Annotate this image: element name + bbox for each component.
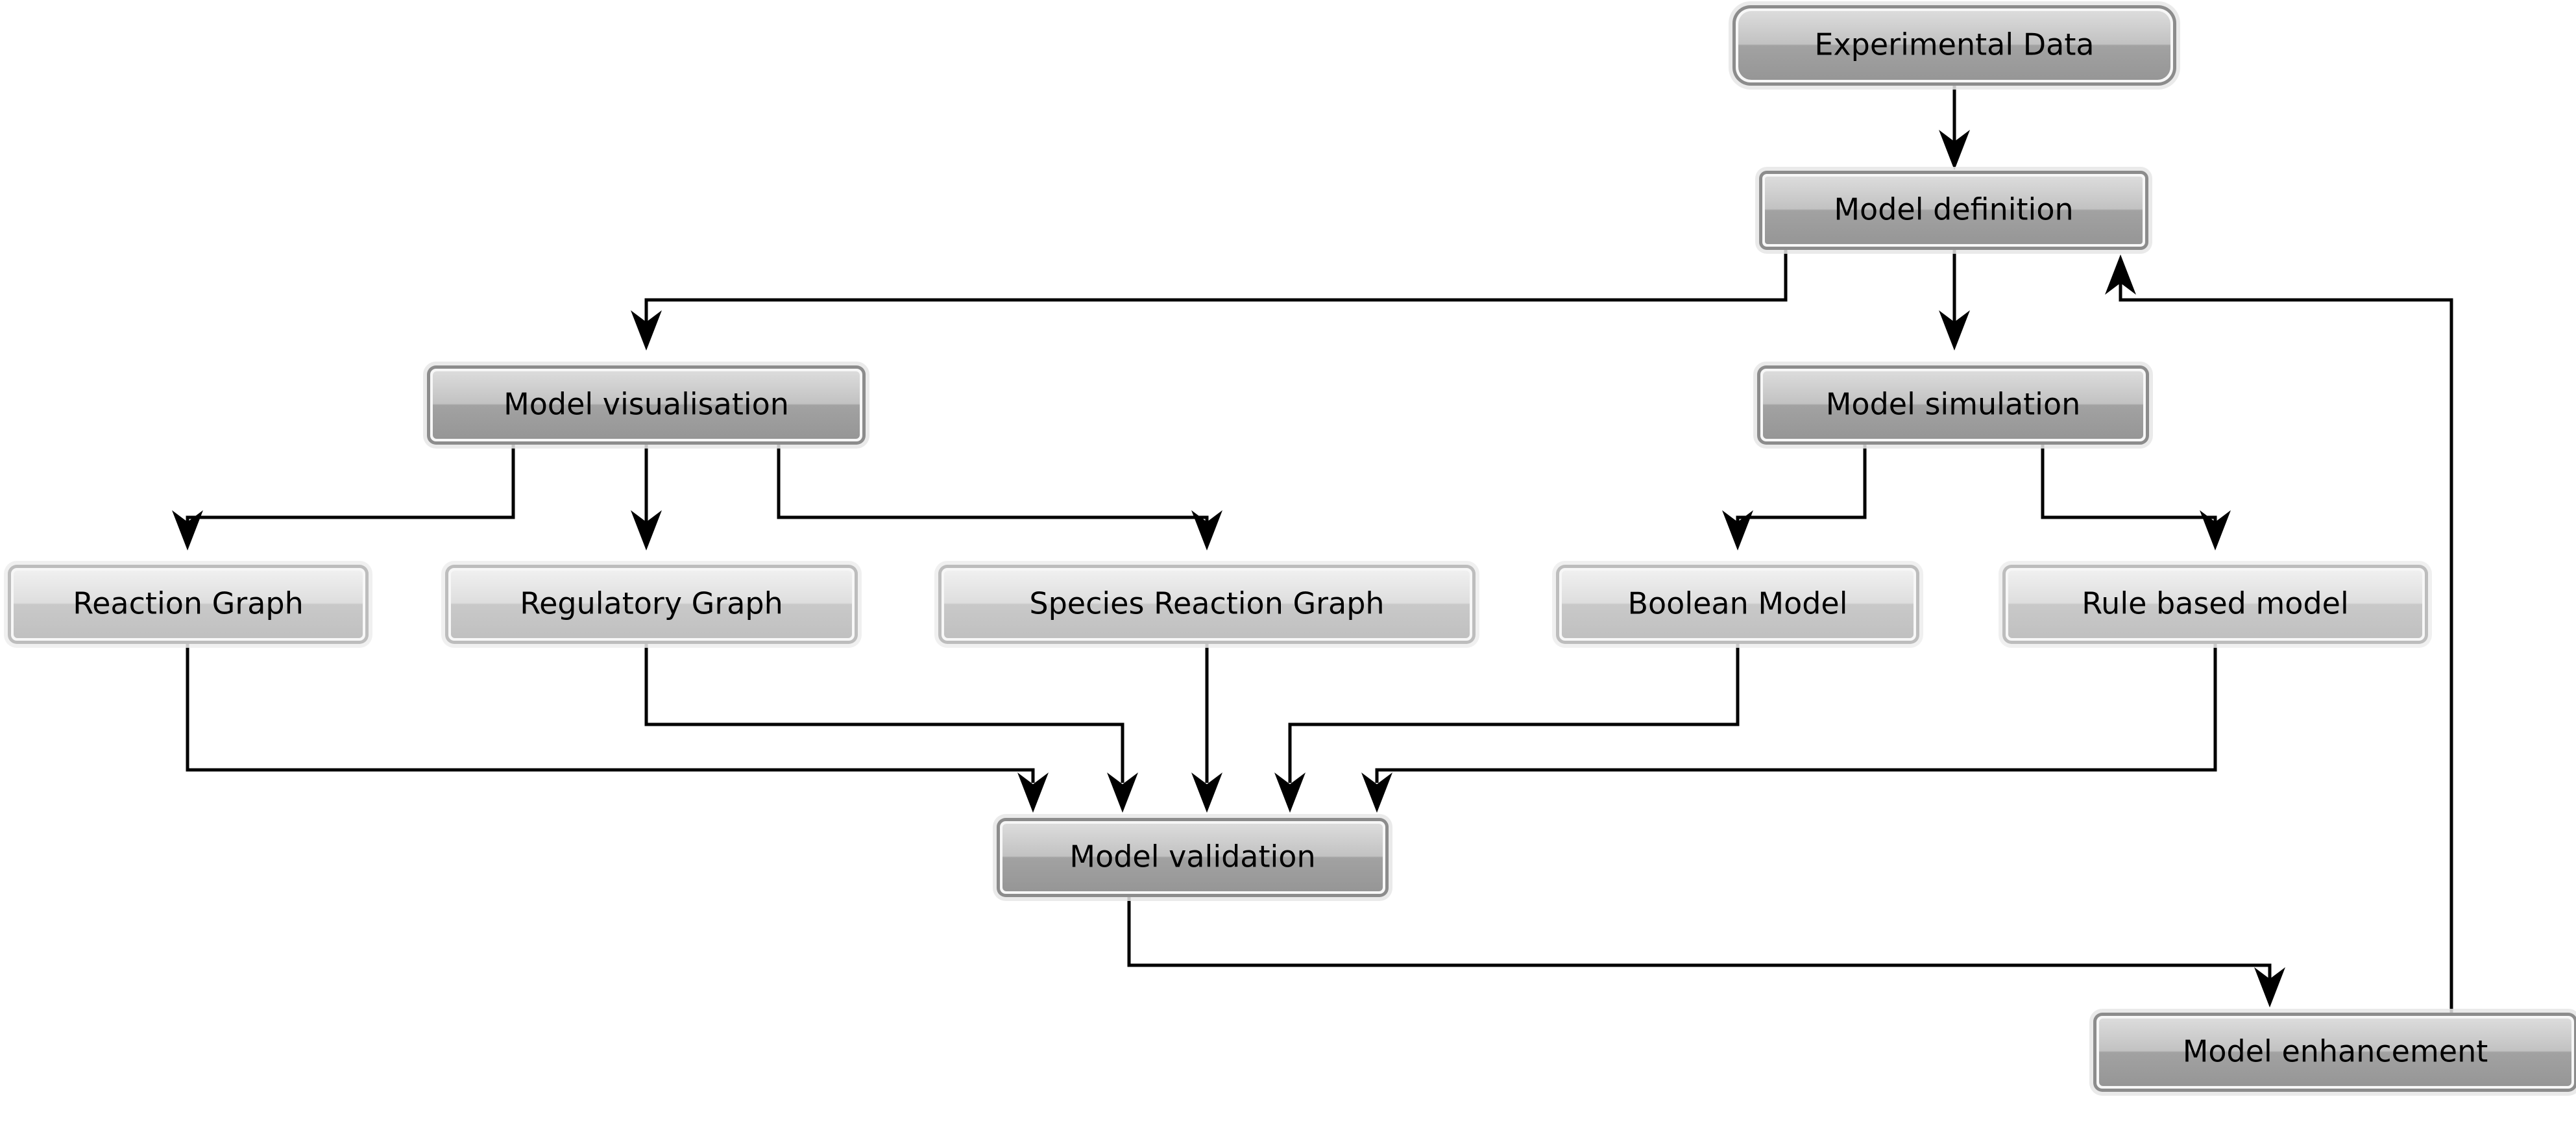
arrow-head-icon <box>1274 772 1306 813</box>
edge-experimental-data-to-model-definition <box>1939 84 1970 170</box>
edge-model-enhancement-to-model-definition <box>2105 254 2453 1014</box>
arrow-head-icon <box>2254 967 2285 1007</box>
edge-model-definition-to-model-simulation <box>1939 249 1970 351</box>
edge-model-visualisation-to-reaction-graph <box>172 443 515 550</box>
node-body <box>1763 371 2143 439</box>
edge-model-validation-to-model-enhancement <box>1127 896 2285 1007</box>
edge-regulatory-graph-to-model-validation <box>644 643 1138 813</box>
node-rule-based-model[interactable]: Rule based model <box>1999 561 2432 648</box>
edge-model-definition-to-model-visualisation <box>631 249 1788 351</box>
edge-line <box>644 249 1788 328</box>
node-body <box>1765 177 2143 244</box>
arrow-head-icon <box>631 510 662 550</box>
node-body <box>2008 571 2422 638</box>
arrow-head-icon <box>1939 130 1970 170</box>
arrow-head-icon <box>1722 510 1753 550</box>
node-body <box>433 371 860 439</box>
node-body <box>1738 11 2170 80</box>
node-reaction-graph[interactable]: Reaction Graph <box>4 561 372 648</box>
arrow-head-icon <box>2105 254 2136 295</box>
arrow-head-icon <box>1191 510 1222 550</box>
edge-boolean-model-to-model-validation <box>1274 643 1740 813</box>
node-body <box>1562 571 1914 638</box>
edge-line <box>1375 643 2217 783</box>
edge-line <box>2119 280 2453 1014</box>
edge-line <box>1127 896 2272 981</box>
arrow-head-icon <box>2200 510 2231 550</box>
node-experimental-data[interactable]: Experimental Data <box>1729 1 2180 90</box>
arrow-head-icon <box>1017 772 1049 813</box>
arrow-head-icon <box>172 510 203 550</box>
edge-rule-based-model-to-model-validation <box>1361 643 2217 813</box>
node-model-definition[interactable]: Model definition <box>1755 167 2152 254</box>
edge-model-simulation-to-boolean-model <box>1722 443 1867 550</box>
arrow-head-icon <box>631 310 662 351</box>
node-body <box>1002 824 1383 891</box>
arrow-head-icon <box>1939 310 1970 351</box>
node-model-enhancement[interactable]: Model enhancement <box>2089 1009 2576 1096</box>
edges-group <box>172 84 2453 1014</box>
edge-line <box>1736 443 1867 527</box>
node-body <box>944 571 1470 638</box>
edge-line <box>2041 443 2217 527</box>
arrow-head-icon <box>1361 772 1392 813</box>
edge-line <box>644 643 1124 783</box>
arrow-head-icon <box>1107 772 1138 813</box>
node-boolean-model[interactable]: Boolean Model <box>1552 561 1923 648</box>
edge-line <box>777 443 1209 527</box>
edge-line <box>186 643 1035 783</box>
node-species-reaction-graph[interactable]: Species Reaction Graph <box>934 561 1479 648</box>
arrow-head-icon <box>1191 772 1222 813</box>
edge-model-visualisation-to-regulatory-graph <box>631 443 662 550</box>
edge-line <box>186 443 515 527</box>
node-model-visualisation[interactable]: Model visualisation <box>423 362 869 449</box>
node-regulatory-graph[interactable]: Regulatory Graph <box>441 561 862 648</box>
edge-line <box>1288 643 1740 783</box>
node-body <box>14 571 363 638</box>
node-model-simulation[interactable]: Model simulation <box>1753 362 2153 449</box>
node-model-validation[interactable]: Model validation <box>993 814 1392 901</box>
edge-reaction-graph-to-model-validation <box>186 643 1049 813</box>
edge-model-simulation-to-rule-based-model <box>2041 443 2231 550</box>
edge-species-reaction-graph-to-model-validation <box>1191 643 1222 813</box>
edge-model-visualisation-to-species-reaction-graph <box>777 443 1222 550</box>
node-body <box>451 571 852 638</box>
node-body <box>2099 1018 2571 1086</box>
